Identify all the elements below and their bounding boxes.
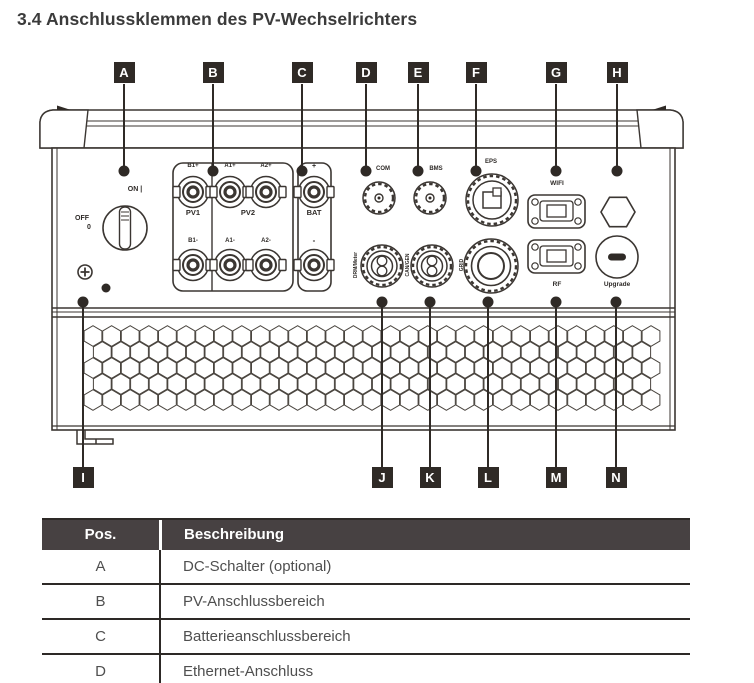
label-rf: RF	[552, 281, 562, 288]
callout-d: D	[355, 62, 377, 83]
table-cell-pos: C	[42, 620, 161, 653]
label-bms: BMS	[429, 166, 443, 172]
round-connectors	[360, 173, 519, 294]
label-pv1: PV1	[185, 208, 201, 217]
table-cell-desc: Batterieanschlussbereich	[183, 628, 351, 645]
label-grid: GRID	[459, 258, 465, 272]
callout-n: N	[605, 467, 627, 488]
label-can-gen: CAN/GEN	[405, 253, 411, 277]
label-on: ON |	[127, 186, 143, 193]
label-bat-minus: -	[312, 236, 316, 245]
label-wifi: WIFI	[550, 180, 564, 187]
table-row: B PV-Anschlussbereich	[42, 585, 690, 620]
callout-e: E	[407, 62, 429, 83]
label-pv-b1-minus: B1-	[188, 238, 198, 244]
description-table: Pos. Beschreibung A DC-Schalter (optiona…	[42, 518, 690, 683]
callout-m: M	[545, 467, 567, 488]
callout-c: C	[291, 62, 313, 83]
label-drm-meter: DRM/Meter	[353, 251, 359, 279]
dc-connectors	[172, 175, 335, 282]
table-row: A DC-Schalter (optional)	[42, 550, 690, 585]
table-header-pos: Pos.	[42, 520, 162, 550]
label-off-zero: 0	[87, 224, 91, 231]
table-cell-desc: Ethernet-Anschluss	[183, 663, 314, 680]
table-row: C Batterieanschlussbereich	[42, 620, 690, 655]
table-cell-desc: PV-Anschlussbereich	[183, 593, 325, 610]
label-off: OFF	[75, 215, 89, 222]
table-cell-desc: DC-Schalter (optional)	[183, 558, 332, 575]
leader-lines	[77, 84, 623, 467]
label-pv2: PV2	[240, 208, 256, 217]
callout-b: B	[202, 62, 224, 83]
table-cell-pos: B	[42, 585, 161, 618]
table-cell-pos: A	[42, 550, 161, 583]
label-pv-a1-plus: A1+	[224, 163, 236, 169]
callout-f: F	[465, 62, 487, 83]
section-title: 3.4 Anschlussklemmen des PV-Wechselricht…	[17, 9, 418, 29]
label-pv-b1-plus: B1+	[187, 163, 199, 169]
label-pv-a2-minus: A2-	[261, 238, 271, 244]
table-row: D Ethernet-Anschluss	[42, 655, 690, 683]
table-header-beschreibung: Beschreibung	[184, 526, 285, 543]
callout-g: G	[545, 62, 567, 83]
callout-i: I	[72, 467, 94, 488]
vent-grid	[83, 325, 661, 411]
label-pv-a2-plus: A2+	[260, 163, 272, 169]
callout-j: J	[371, 467, 393, 488]
label-bat: BAT	[306, 208, 322, 217]
label-bat-plus: +	[311, 163, 317, 170]
label-pv-a1-minus: A1-	[225, 238, 235, 244]
label-eps: EPS	[484, 159, 497, 165]
label-com: COM	[376, 166, 390, 172]
table-cell-pos: D	[42, 655, 161, 683]
callout-k: K	[419, 467, 441, 488]
label-upgrade: Upgrade	[603, 281, 631, 288]
callout-a: A	[113, 62, 135, 83]
callout-h: H	[606, 62, 628, 83]
table-header-row: Pos. Beschreibung	[42, 518, 690, 550]
callout-l: L	[477, 467, 499, 488]
